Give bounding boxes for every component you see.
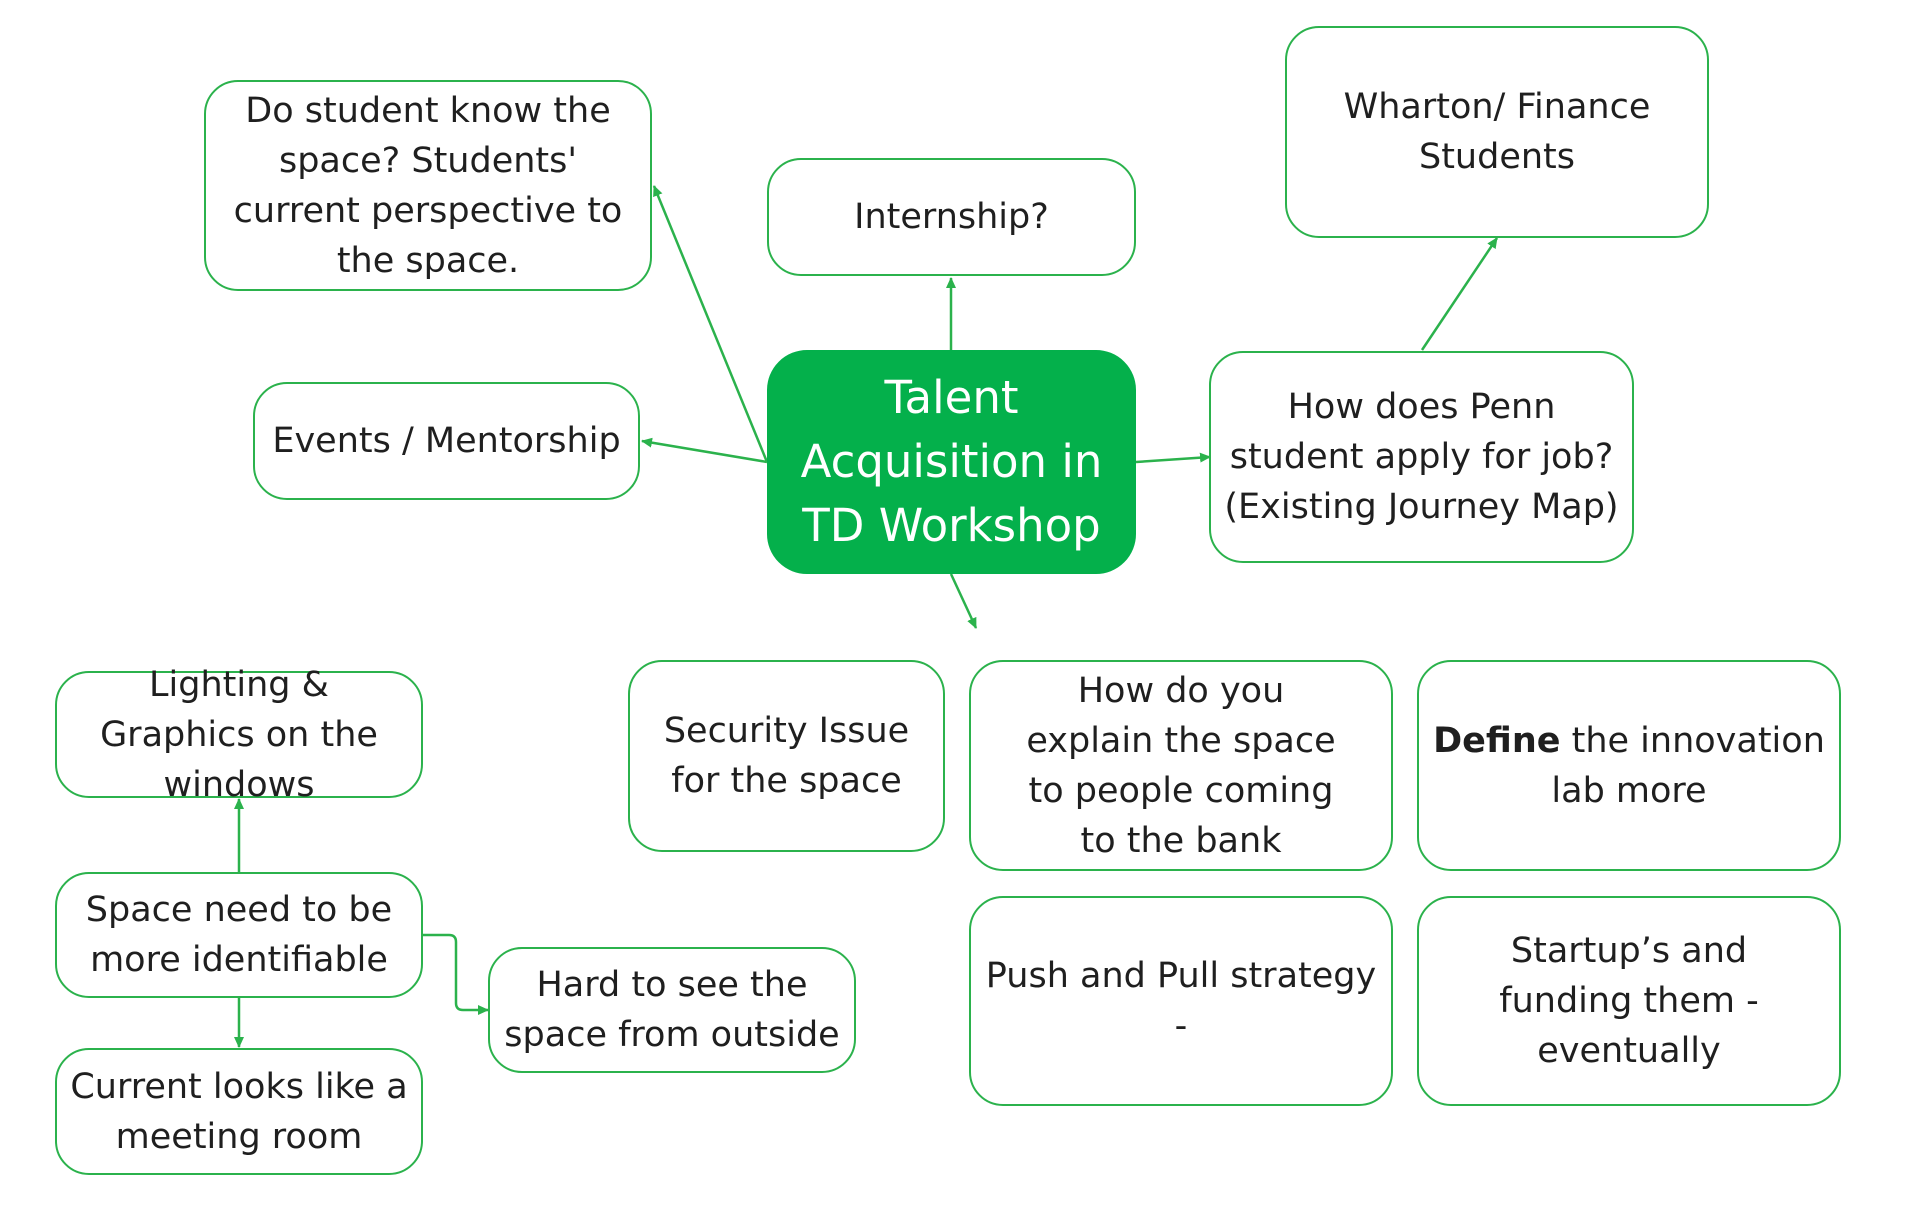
define-rest-text: the innovation lab more bbox=[1551, 720, 1825, 811]
arrow-center-to-events bbox=[641, 437, 768, 464]
explain-node: How do you explain the space to people c… bbox=[969, 660, 1393, 871]
arrow-center-to-penn-apply bbox=[1135, 452, 1211, 464]
wharton-node: Wharton/ Finance Students bbox=[1285, 26, 1709, 238]
wharton-label: Wharton/ Finance Students bbox=[1343, 87, 1651, 177]
events-label: Events / Mentorship bbox=[272, 421, 621, 461]
explain-label: How do you explain the space to people c… bbox=[1026, 670, 1336, 861]
arrow-center-to-students-perspective bbox=[652, 185, 769, 463]
define-node: Define the innovation lab more bbox=[1417, 660, 1841, 871]
internship-label: Internship? bbox=[854, 197, 1049, 237]
meeting-room-node: Current looks like a meeting room bbox=[55, 1048, 423, 1175]
identifiable-label: Space need to be more identifiable bbox=[85, 890, 393, 980]
identifiable-node: Space need to be more identifiable bbox=[55, 872, 423, 998]
students-perspective-node: Do student know the space? Students' cur… bbox=[204, 80, 652, 291]
define-bold-word: Define bbox=[1433, 720, 1561, 761]
events-node: Events / Mentorship bbox=[253, 382, 640, 500]
meeting-room-label: Current looks like a meeting room bbox=[70, 1066, 408, 1157]
lighting-node: Lighting & Graphics on the windows bbox=[55, 665, 423, 805]
startups-label: Startup’s and funding them - eventually bbox=[1499, 931, 1759, 1071]
push-pull-node: Push and Pull strategy - bbox=[969, 896, 1393, 1106]
arrow-identifiable-to-hard-to-see bbox=[423, 933, 489, 1015]
students-perspective-label: Do student know the space? Students' cur… bbox=[233, 90, 623, 281]
hard-to-see-node: Hard to see the space from outside bbox=[488, 947, 856, 1073]
penn-apply-node: How does Penn student apply for job? (Ex… bbox=[1209, 351, 1634, 563]
arrow-center-down bbox=[949, 573, 978, 629]
security-node: Security Issue for the space bbox=[628, 660, 945, 852]
security-label: Security Issue for the space bbox=[663, 711, 910, 801]
central-topic-label: Talent Acquisition in TD Workshop bbox=[800, 371, 1103, 552]
central-topic-node: Talent Acquisition in TD Workshop bbox=[767, 350, 1136, 574]
startups-node: Startup’s and funding them - eventually bbox=[1417, 896, 1841, 1106]
define-label: Define the innovation lab more bbox=[1429, 716, 1829, 816]
internship-node: Internship? bbox=[767, 158, 1136, 276]
push-pull-label: Push and Pull strategy - bbox=[985, 956, 1377, 1046]
penn-apply-label: How does Penn student apply for job? (Ex… bbox=[1224, 387, 1619, 527]
lighting-label: Lighting & Graphics on the windows bbox=[100, 664, 378, 805]
arrow-penn-apply-to-wharton bbox=[1420, 237, 1499, 351]
hard-to-see-label: Hard to see the space from outside bbox=[504, 965, 840, 1055]
